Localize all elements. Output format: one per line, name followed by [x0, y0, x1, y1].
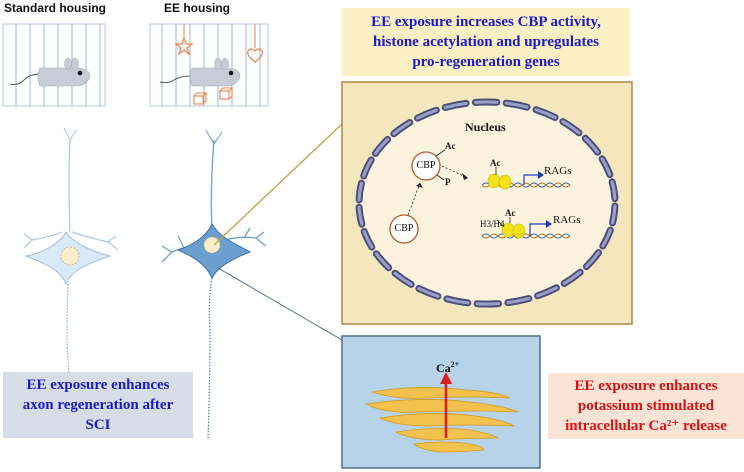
nuclear-pore-segment-highlight: [443, 101, 468, 109]
neuron-standard: [23, 127, 119, 395]
mouse-standard-icon: [9, 57, 91, 87]
nuclear-envelope: [355, 98, 619, 308]
callout-chromatin-line-3: pro-regeneration genes: [412, 54, 560, 70]
callout-calcium-release: EE exposure enhances potassium stimulate…: [548, 373, 744, 439]
cbp-ac-label: Ac: [445, 141, 456, 151]
calcium-ion-charge: 2+: [450, 360, 460, 369]
nuclear-pore-segment-highlight: [562, 270, 582, 285]
nucleus-panel: [341, 81, 633, 325]
cbp-active: [411, 151, 441, 181]
nucleus-title: Nucleus: [465, 120, 506, 134]
nuclear-pore-segment-highlight: [362, 158, 373, 178]
callout-calcium-line-3: intracellular Ca²⁺ release: [565, 418, 727, 434]
nuclear-pore-segment-highlight: [504, 101, 529, 109]
callout-chromatin-line-2: histone acetylation and upregulates: [373, 34, 599, 50]
nuclear-pore-segment-highlight: [611, 204, 617, 225]
transcription-arrow-1: [523, 171, 544, 185]
gene-ac-label-1: Ac: [490, 158, 501, 168]
cbp-inactive: [389, 214, 419, 244]
rags-label-2: RAGs: [553, 214, 581, 226]
star-toy-icon: [174, 24, 194, 56]
callout-axon-line-2: axon regeneration after: [22, 397, 174, 413]
nuclear-pore-segment-highlight: [610, 180, 617, 201]
block-toy-icon: [193, 87, 234, 105]
ac-bond-line: [435, 149, 446, 157]
nuclear-pore-segment-highlight: [600, 157, 612, 177]
histone-1: [487, 173, 512, 190]
dna-strand-2: [481, 233, 571, 239]
neuron-ee: [161, 129, 267, 441]
cbp-p-label: P: [445, 177, 451, 187]
cbp-active-label: CBP: [416, 160, 436, 171]
nuclear-pore-segment-highlight: [392, 121, 412, 136]
nucleus-connector-line: [213, 123, 343, 246]
callout-calcium-line-1: EE exposure enhances: [574, 378, 718, 394]
standard-housing-title: Standard housing: [4, 1, 106, 15]
er-connector-line: [217, 267, 343, 341]
nuclear-pore-segment-highlight: [393, 271, 413, 286]
nuclear-pore-segment-highlight: [357, 181, 363, 202]
callout-chromatin-line-1: EE exposure increases CBP activity,: [371, 14, 601, 30]
nuclear-pore-segment-highlight: [362, 229, 374, 249]
calcium-release-arrow: [440, 372, 452, 438]
p-bond-line: [436, 174, 445, 181]
callout-chromatin: EE exposure increases CBP activity, hist…: [342, 8, 630, 76]
callout-calcium-line-2: potassium stimulated: [577, 398, 715, 414]
nuclear-pore-segment-highlight: [357, 205, 364, 226]
mouse-ee-icon: [159, 57, 241, 87]
activation-arrow: [407, 182, 421, 216]
transcription-arrow-2: [529, 220, 552, 236]
nuclear-pore-segment-highlight: [374, 137, 390, 155]
ee-housing-title: EE housing: [164, 1, 230, 15]
nuclear-pore-segment-highlight: [583, 136, 600, 154]
standard-cage: [2, 23, 106, 107]
nuclear-pore-segment-highlight: [536, 286, 558, 298]
nuclear-pore-segment-highlight: [374, 252, 391, 270]
cbp-inactive-label: CBP: [394, 223, 414, 234]
nuclear-pore-segment-highlight: [601, 228, 612, 248]
callout-axon-line-1: EE exposure enhances: [26, 377, 170, 393]
callout-axon-line-3: SCI: [85, 417, 111, 433]
histone-2: [501, 222, 526, 239]
nuclear-pore-segment-highlight: [417, 287, 440, 298]
rags-label-1: RAGs: [544, 165, 572, 177]
histone-label: H3/H4: [480, 219, 505, 229]
callout-axon-regeneration: EE exposure enhances axon regeneration a…: [3, 372, 193, 438]
nuclear-pore-segment-highlight: [506, 297, 531, 305]
gene-ac-label-2: Ac: [505, 208, 516, 218]
nuclear-pore-segment-highlight: [561, 120, 581, 135]
acetylation-arrow: [441, 165, 469, 179]
ee-cage: [149, 23, 269, 107]
calcium-ion-symbol: Ca: [436, 361, 451, 375]
nuclear-pore-segment-highlight: [445, 297, 470, 305]
heart-toy-icon: [247, 24, 263, 63]
nuclear-pore-segment-highlight: [416, 108, 438, 120]
nuclear-pore-segment-highlight: [584, 251, 600, 269]
calcium-ion-label: Ca2+: [436, 360, 459, 376]
nuclear-pore-segment-highlight: [534, 108, 557, 119]
